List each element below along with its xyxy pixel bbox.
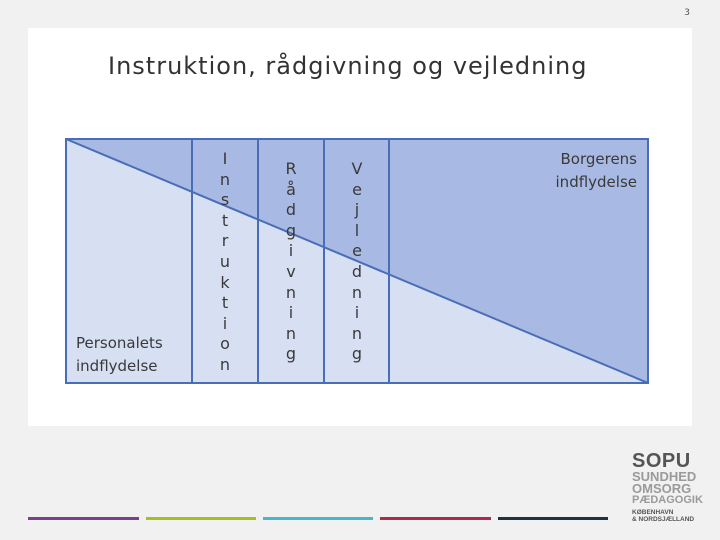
citizen-label-line1: Borgerens <box>560 150 637 168</box>
slide-title: Instruktion, rådgivning og vejledning <box>108 52 588 80</box>
column-letter: i <box>354 303 360 323</box>
column-letter: i <box>222 313 228 333</box>
logo-line-2: SUNDHED <box>632 469 697 484</box>
column-letter: n <box>285 282 297 302</box>
logo-line-6: & NORDSJÆLLAND <box>632 516 695 523</box>
column-letter: r <box>221 231 229 251</box>
footer-bar-green <box>146 517 256 520</box>
column-letter: n <box>219 169 231 189</box>
footer-bar-cyan <box>263 517 373 520</box>
column-letter: j <box>354 200 360 220</box>
staff-label-line1: Personalets <box>76 334 163 352</box>
column-letter: g <box>285 344 297 364</box>
column-letter: g <box>285 220 297 240</box>
footer-bar-purple <box>28 517 139 520</box>
column-letter: d <box>351 261 363 281</box>
column-letter: k <box>220 272 230 292</box>
column-letter: t <box>221 293 229 313</box>
sopu-logo: SOPU SUNDHED OMSORG PÆDAGOGIK KØBENHAVN … <box>632 450 703 523</box>
column-letter: i <box>288 241 294 261</box>
column-letter: n <box>219 354 231 374</box>
column-letter: o <box>220 334 230 354</box>
logo-line-1: SOPU <box>632 450 691 472</box>
column-letter: l <box>354 220 360 240</box>
column-letter: s <box>220 190 230 210</box>
footer-bar-red <box>380 517 491 520</box>
page-number: 3 <box>684 8 690 18</box>
logo-line-4: PÆDAGOGIK <box>632 494 703 506</box>
footer-bar-navy <box>498 517 608 520</box>
column-letter: u <box>219 251 231 271</box>
column-letter: I <box>222 149 228 168</box>
logo-line-3: OMSORG <box>632 481 692 496</box>
influence-diagonal <box>65 138 649 384</box>
diagram-frame <box>65 138 649 384</box>
column-letter: n <box>351 323 363 343</box>
column-letter: v <box>286 261 296 281</box>
column-letter: V <box>351 159 363 178</box>
column-letter: e <box>352 179 362 199</box>
column-letter: å <box>286 179 296 199</box>
citizen-label-line2: indflydelse <box>556 173 637 191</box>
logo-line-5: KØBENHAVN <box>632 509 674 516</box>
column-letter: e <box>352 241 362 261</box>
column-letter: n <box>285 323 297 343</box>
column-letter: n <box>351 282 363 302</box>
column-letter: i <box>288 303 294 323</box>
staff-label-line2: indflydelse <box>76 357 157 375</box>
column-letter: t <box>221 210 229 230</box>
footer-color-bars <box>28 517 608 520</box>
column-letter: R <box>285 159 297 178</box>
column-letter: d <box>285 200 297 220</box>
column-letter: g <box>351 344 363 364</box>
